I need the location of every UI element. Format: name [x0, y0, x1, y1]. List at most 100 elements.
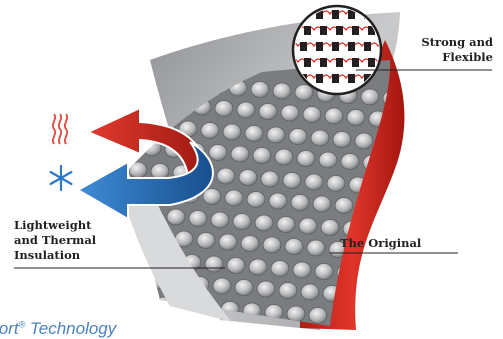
bubble-cell [197, 233, 215, 249]
bubble-cell [333, 132, 351, 148]
weave-knot [332, 42, 339, 51]
bubble-cell [315, 264, 333, 280]
bubble-cell [111, 294, 129, 310]
bubble-cell [277, 217, 295, 233]
bubble-cell [235, 280, 253, 296]
flexible-label-line: Flexible [403, 50, 493, 65]
bubble-cell [257, 281, 275, 297]
bubble-cell [293, 262, 311, 278]
weave-knot [352, 26, 359, 35]
bubble-cell [305, 174, 323, 190]
strong-label-line: Strong and [403, 35, 493, 50]
bubble-cell [291, 195, 309, 211]
bubble-cell [249, 259, 267, 275]
bubble-cell [303, 107, 321, 123]
bubble-cell [297, 151, 315, 167]
bubble-cell [219, 234, 237, 250]
bubble-cell [211, 212, 229, 228]
bubble-cell [285, 239, 303, 255]
technology-caption: fort® Technology [0, 319, 116, 339]
bubble-cell [267, 127, 285, 143]
original-label: The Original [340, 236, 460, 251]
weave-knot [300, 42, 307, 51]
bubble-cell [321, 220, 339, 236]
weave-knot [332, 10, 339, 19]
bubble-cell [205, 256, 223, 272]
caption-suffix: Technology [25, 319, 116, 338]
bubble-cell [287, 306, 305, 322]
weave-knot [304, 26, 311, 35]
bubble-cell [325, 108, 343, 124]
insulation-label-line: Insulation [14, 248, 124, 263]
bubble-cell [335, 198, 353, 214]
bubble-cell [167, 209, 185, 225]
bubble-cell [273, 83, 291, 99]
weave-knot [352, 58, 359, 67]
bubble-cell [341, 154, 359, 170]
bubble-cell [309, 308, 327, 324]
bubble-cell [319, 152, 337, 168]
bubble-cell [245, 126, 263, 142]
bubble-cell [215, 101, 233, 117]
weave-knot [364, 42, 371, 51]
bubble-cell [269, 193, 287, 209]
bubble-cell [201, 123, 219, 139]
bubble-cell [279, 283, 297, 299]
bubble-cell [125, 272, 143, 288]
weave-knot [336, 58, 343, 67]
bubble-cell [359, 267, 377, 283]
bubble-cell [379, 201, 397, 217]
bubble-cell [311, 130, 329, 146]
heat-waves-icon [53, 114, 67, 144]
bubble-cell [255, 215, 273, 231]
bubble-cell [247, 192, 265, 208]
weave-knot [316, 42, 323, 51]
bubble-cell [367, 289, 385, 305]
bubble-cell [251, 82, 269, 98]
weave-knot [336, 26, 343, 35]
weave-knot [348, 42, 355, 51]
bubble-cell [239, 170, 257, 186]
bubble-cell [353, 311, 371, 327]
weave-knot [320, 58, 327, 67]
bubble-cell [263, 237, 281, 253]
thermal-label-line: and Thermal [14, 233, 124, 248]
caption-brand: fort [0, 319, 19, 338]
bubble-cell [213, 278, 231, 294]
bubble-cell [241, 236, 259, 252]
bubble-cell [299, 218, 317, 234]
bubble-cell [301, 284, 319, 300]
weave-knot [348, 74, 355, 83]
weave-knot [304, 58, 311, 67]
bubble-cell [355, 133, 373, 149]
bubble-cell [237, 102, 255, 118]
bubble-cell [327, 176, 345, 192]
lightweight-insulation-label: Lightweight and Thermal Insulation [14, 218, 124, 263]
bubble-cell [225, 190, 243, 206]
bubble-cell [209, 145, 227, 161]
bubble-cell [283, 173, 301, 189]
bubble-cell [227, 258, 245, 274]
strong-flexible-label: Strong and Flexible [403, 35, 493, 65]
bubble-cell [289, 129, 307, 145]
bubble-cell [271, 261, 289, 277]
bubble-cell [275, 149, 293, 165]
bubble-cell [233, 214, 251, 230]
snowflake-icon [51, 166, 72, 190]
bubble-cell [253, 148, 271, 164]
weave-knot [320, 26, 327, 35]
bubble-cell [307, 240, 325, 256]
bubble-cell [217, 168, 235, 184]
lightweight-label-line: Lightweight [14, 218, 124, 233]
bubble-cell [259, 104, 277, 120]
bubble-cell [231, 146, 249, 162]
bubble-cell [295, 85, 313, 101]
weave-knot [368, 58, 375, 67]
weave-knot [332, 74, 339, 83]
bubble-cell [223, 124, 241, 140]
bubble-cell [281, 105, 299, 121]
bubble-cell [361, 89, 379, 105]
bubble-cell [129, 162, 147, 178]
bubble-cell [347, 110, 365, 126]
weave-knot [316, 74, 323, 83]
